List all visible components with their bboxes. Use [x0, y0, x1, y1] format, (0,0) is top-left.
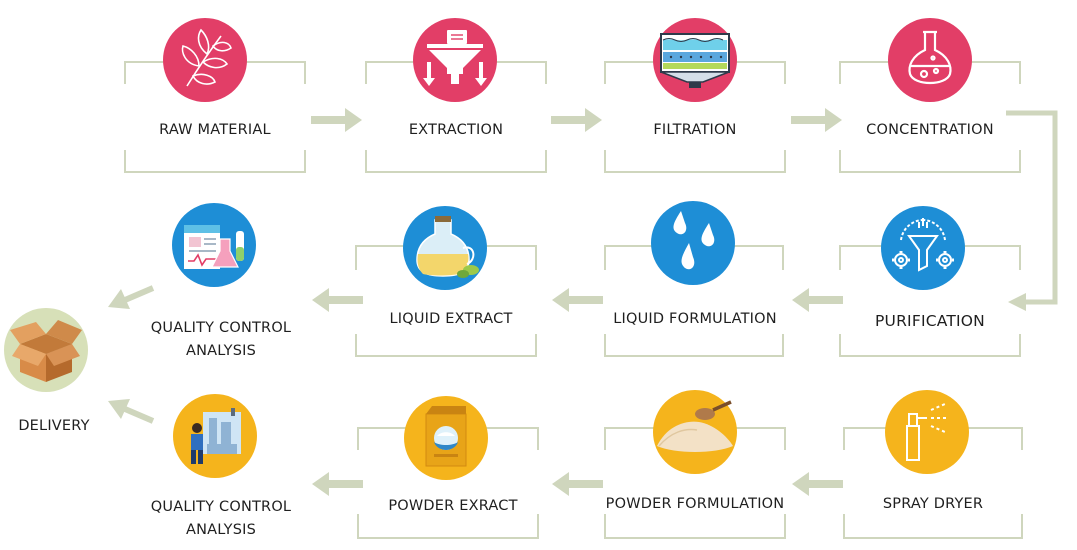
- arrow-right-2: [551, 108, 602, 132]
- spray-bottle-icon: [885, 390, 969, 474]
- label-qc-powder-line2: ANALYSIS: [186, 522, 256, 538]
- label-purification: PURIFICATION: [875, 312, 985, 330]
- leaf-branch-icon: [163, 18, 247, 102]
- label-concentration: CONCENTRATION: [866, 122, 994, 138]
- powder-bag-icon: [404, 396, 488, 480]
- cardboard-box-icon: [4, 308, 88, 392]
- arrow-right-3: [791, 108, 842, 132]
- flask-icon: [888, 18, 972, 102]
- label-delivery: DELIVERY: [18, 418, 90, 434]
- arrow-left-2: [552, 288, 603, 312]
- arrow-left-5: [552, 472, 603, 496]
- filter-tank-icon: [653, 18, 737, 102]
- label-liquid-extract: LIQUID EXTRACT: [389, 311, 513, 327]
- funnel-gears-icon: [881, 206, 965, 290]
- oil-bottle-icon: [403, 206, 487, 290]
- label-powder-extract: POWDER EXRACT: [388, 498, 518, 514]
- connector-down-arrow: [1006, 110, 1058, 305]
- label-raw-material: RAW MATERIAL: [159, 122, 271, 138]
- label-qc-liquid-line2: ANALYSIS: [186, 343, 256, 359]
- arrow-left-1: [792, 288, 843, 312]
- label-qc-powder: QUALITY CONTROL ANALYSIS: [126, 496, 316, 542]
- arrow-right-1: [311, 108, 362, 132]
- label-qc-powder-line1: QUALITY CONTROL: [150, 499, 292, 515]
- label-qc-liquid: QUALITY CONTROL ANALYSIS: [126, 317, 316, 363]
- label-spray-dryer: SPRAY DRYER: [882, 496, 984, 512]
- lab-worker-icon: [173, 394, 257, 478]
- arrow-left-4: [792, 472, 843, 496]
- label-filtration: FILTRATION: [653, 122, 737, 138]
- label-powder-formulation: POWDER FORMULATION: [605, 496, 785, 512]
- arrow-diagonal-up: [108, 285, 155, 309]
- funnel-press-icon: [413, 18, 497, 102]
- label-qc-liquid-line1: QUALITY CONTROL: [150, 320, 292, 336]
- arrow-left-3: [312, 288, 363, 312]
- label-extraction: EXTRACTION: [408, 122, 504, 138]
- arrow-left-6: [312, 472, 363, 496]
- lab-analysis-icon: [172, 203, 256, 287]
- powder-spoon-icon: [653, 390, 737, 474]
- connector-arrowhead: [1008, 293, 1026, 311]
- water-drops-icon: [651, 201, 735, 285]
- label-liquid-formulation: LIQUID FORMULATION: [613, 311, 777, 327]
- arrow-diagonal-down: [108, 399, 155, 424]
- arrows: [108, 108, 1058, 496]
